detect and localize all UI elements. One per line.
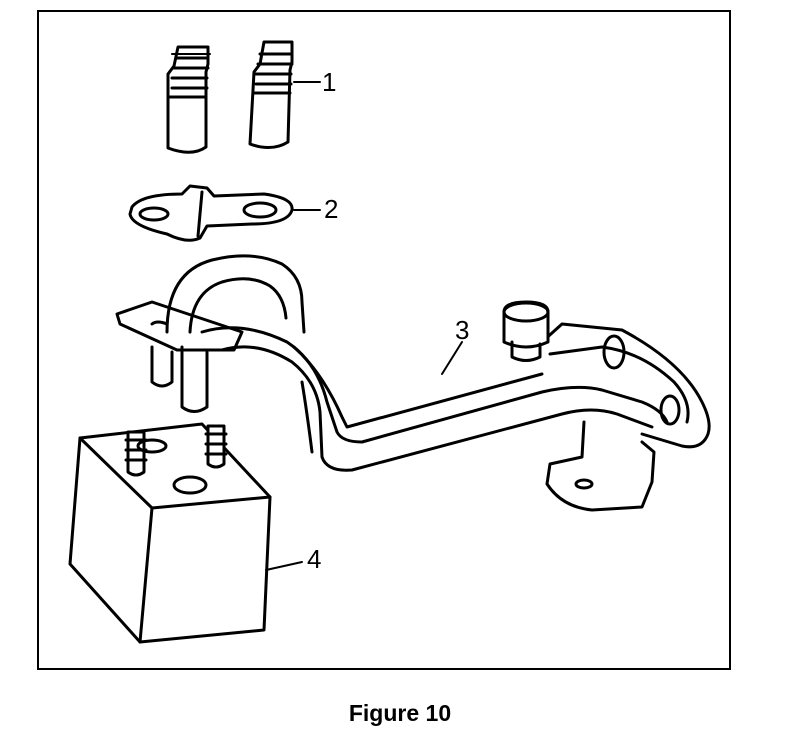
gasket-plate: [128, 184, 321, 242]
figure-caption: Figure 10: [348, 700, 452, 726]
stud-left: [166, 45, 211, 154]
stud-right: [248, 40, 321, 149]
callout-2: 2: [324, 194, 338, 224]
exploded-parts-diagram: 1 2 3 4: [68, 40, 711, 644]
callout-4: 4: [307, 544, 321, 574]
relay-box: [68, 422, 303, 644]
callout-3: 3: [455, 315, 469, 345]
tube-assembly: [115, 254, 711, 512]
callout-1: 1: [322, 67, 336, 97]
figure-frame: 1 2 3 4: [37, 10, 731, 670]
